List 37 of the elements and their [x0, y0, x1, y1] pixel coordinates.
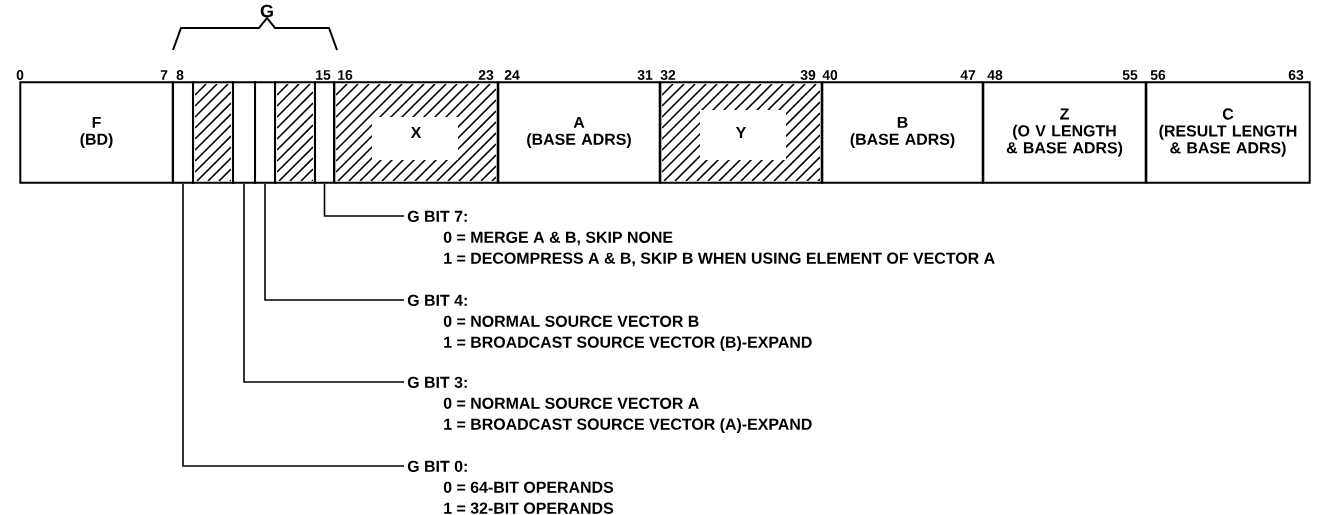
- field-box: Z (O V LENGTH & BASE ADRS): [982, 81, 1147, 184]
- bit-number: 39: [800, 70, 816, 80]
- field-label: G: [260, 4, 273, 18]
- bit-box: [254, 81, 276, 184]
- field-box: A (BASE ADRS): [497, 81, 661, 184]
- field-box: Y: [659, 81, 823, 184]
- leader-line: [182, 183, 405, 467]
- bit-number: 0: [16, 70, 24, 80]
- bit-number: 7: [160, 70, 168, 80]
- bit-box: [232, 81, 256, 184]
- leader-line: [323, 183, 405, 217]
- field-box: B (BASE ADRS): [821, 81, 984, 184]
- bit-number: 56: [1150, 70, 1166, 80]
- bit-number: 15: [316, 70, 331, 80]
- bit-number: 55: [1122, 70, 1138, 80]
- bit-number: 24: [504, 70, 520, 80]
- bit-number: 40: [822, 70, 838, 80]
- bit-box: [192, 81, 234, 184]
- bit-box: [314, 81, 335, 184]
- bit-number: 48: [987, 70, 1003, 80]
- bit-number: 23: [478, 70, 494, 80]
- bit-description: G BIT 3: 0 = NORMAL SOURCE VECTOR A 1 = BROADCAST SOURCE VECTOR (A)-EXPAND: [407, 376, 812, 433]
- bit-box: [172, 81, 194, 184]
- field-box: C (RESULT LENGTH & BASE ADRS): [1145, 81, 1311, 184]
- field-box: F (BD): [19, 81, 174, 184]
- bit-box: [274, 81, 316, 184]
- bit-number: 32: [660, 70, 676, 80]
- bit-number: 31: [637, 70, 653, 80]
- bit-description: G BIT 7: 0 = MERGE A & B, SKIP NONE 1 = DECOMPRESS A & B, SKIP B WHEN USING ELEMENT OF VECTOR A: [407, 210, 995, 267]
- leader-line: [264, 183, 405, 301]
- leader-line: [243, 183, 405, 383]
- bit-description: G BIT 4: 0 = NORMAL SOURCE VECTOR B 1 = BROADCAST SOURCE VECTOR (B)-EXPAND: [407, 294, 812, 351]
- bit-number: 8: [176, 70, 184, 80]
- bit-number: 47: [960, 70, 976, 80]
- field-box: X: [333, 81, 499, 184]
- bit-number: 16: [338, 70, 353, 80]
- bit-description: G BIT 0: 0 = 64-BIT OPERANDS 1 = 32-BIT OPERANDS: [407, 460, 614, 514]
